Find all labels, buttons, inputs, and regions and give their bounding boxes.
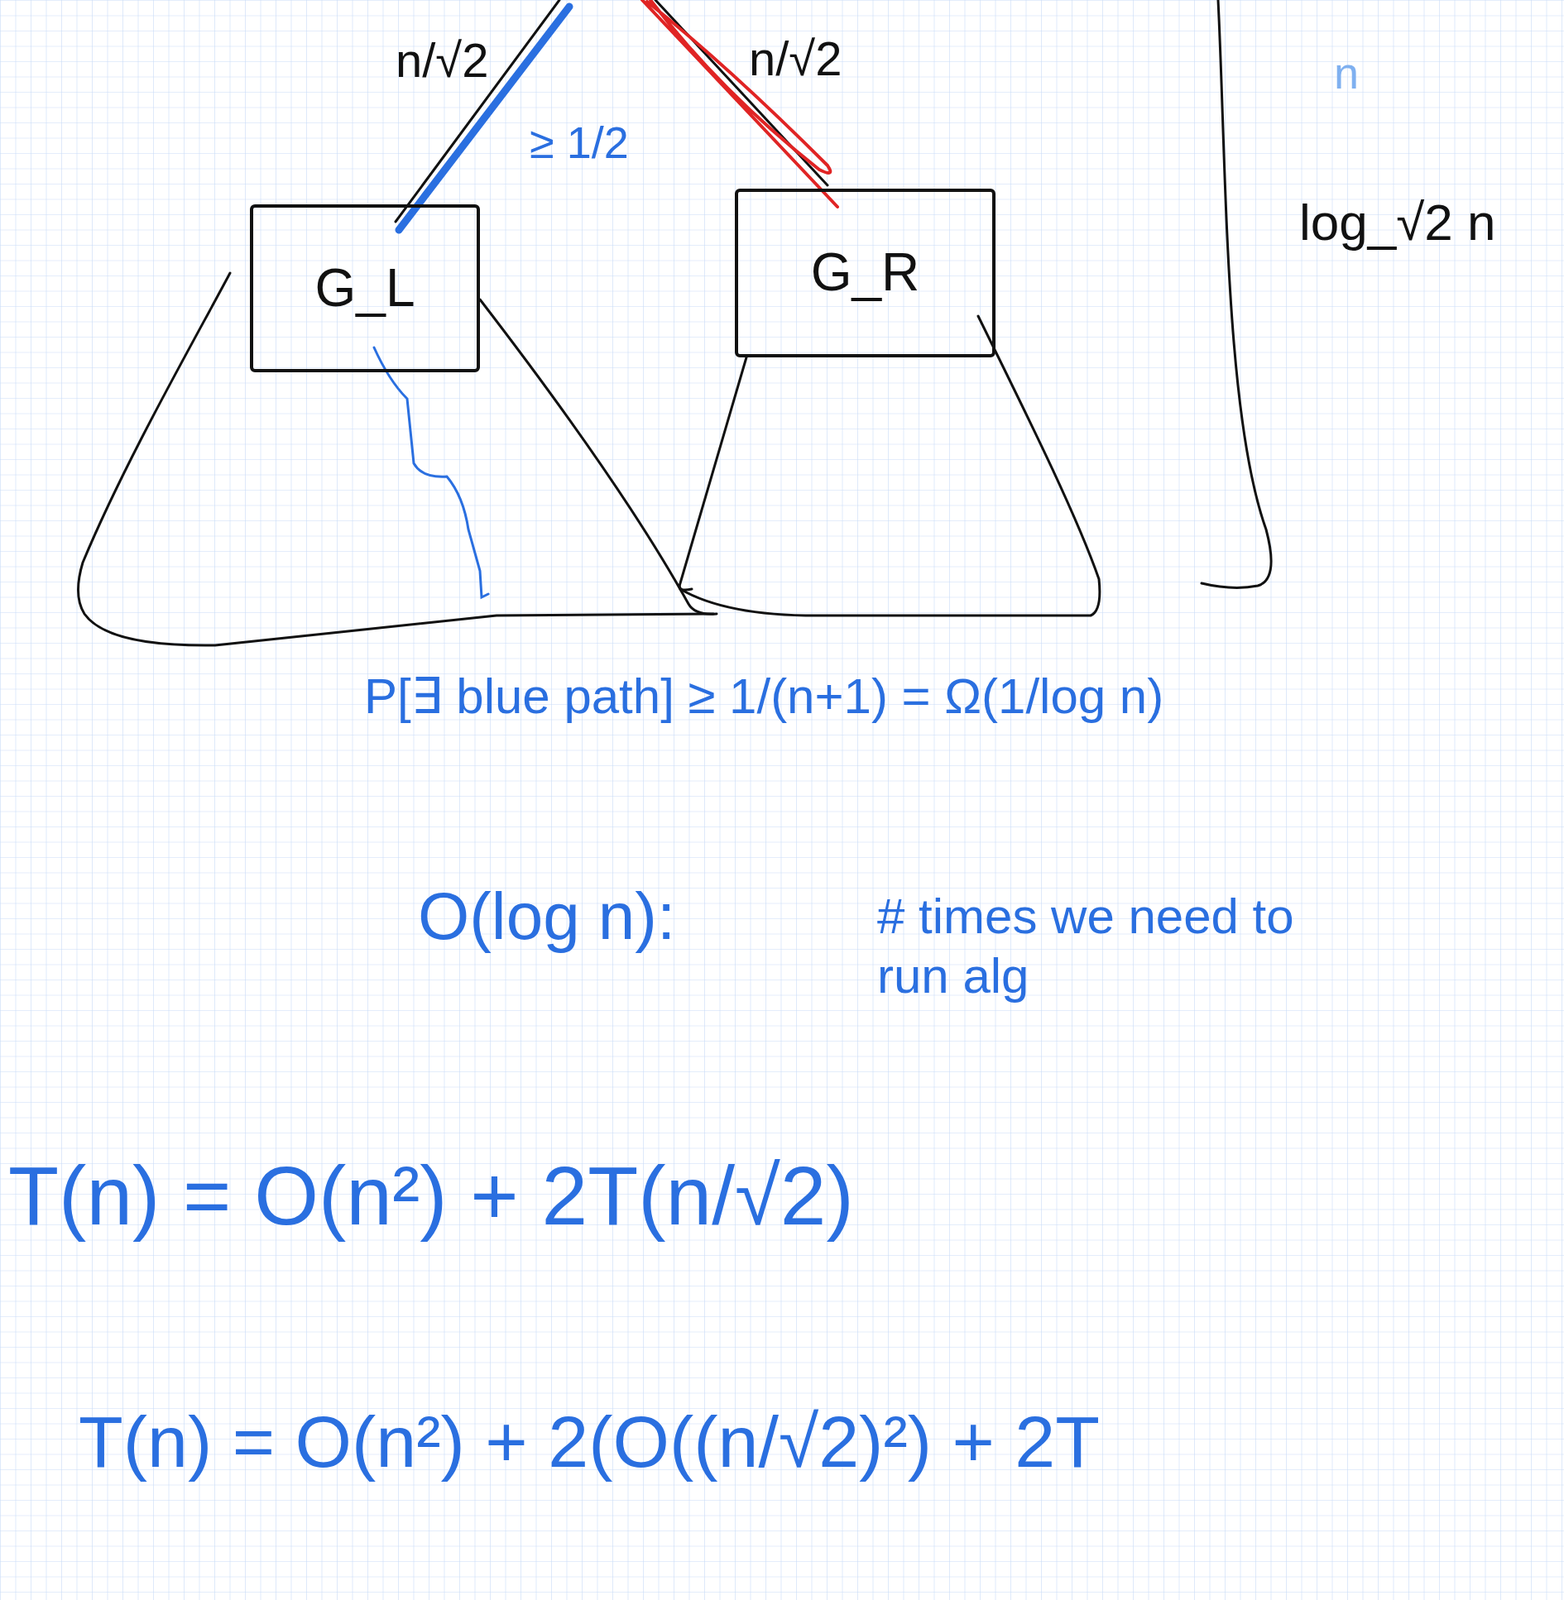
note-text: P[∃ blue path] ≥ 1/(n+1) = Ω(1/log n) — [364, 666, 1164, 727]
subgraph-box: G_R — [734, 188, 996, 358]
note-text: n/√2 — [748, 29, 842, 88]
box-label: G_L — [315, 258, 416, 320]
note-text: O(log n): — [417, 877, 676, 957]
tall-tree-outline — [1201, 0, 1272, 588]
note-text: ≥ 1/2 — [529, 115, 629, 170]
note-text: n/√2 — [395, 31, 489, 90]
note-text: T(n) = O(n²) + 2(O((n/√2)²) + 2T — [78, 1398, 1100, 1487]
tree-edge-line — [395, 0, 560, 222]
note-text: log_√2 n — [1299, 191, 1496, 254]
red-edge-highlight — [642, 0, 838, 207]
note-text: T(n) = O(n²) + 2T(n/√2) — [8, 1146, 854, 1246]
right-tree-outline — [679, 316, 1100, 616]
box-label: G_R — [810, 242, 921, 304]
left-tree-side — [479, 299, 717, 615]
note-text: n — [1333, 46, 1359, 101]
note-text: # times we need to run alg — [877, 887, 1341, 1007]
subgraph-box: G_L — [249, 204, 480, 373]
blue-path-sketch — [374, 347, 489, 598]
left-tree-outline — [77, 273, 714, 646]
